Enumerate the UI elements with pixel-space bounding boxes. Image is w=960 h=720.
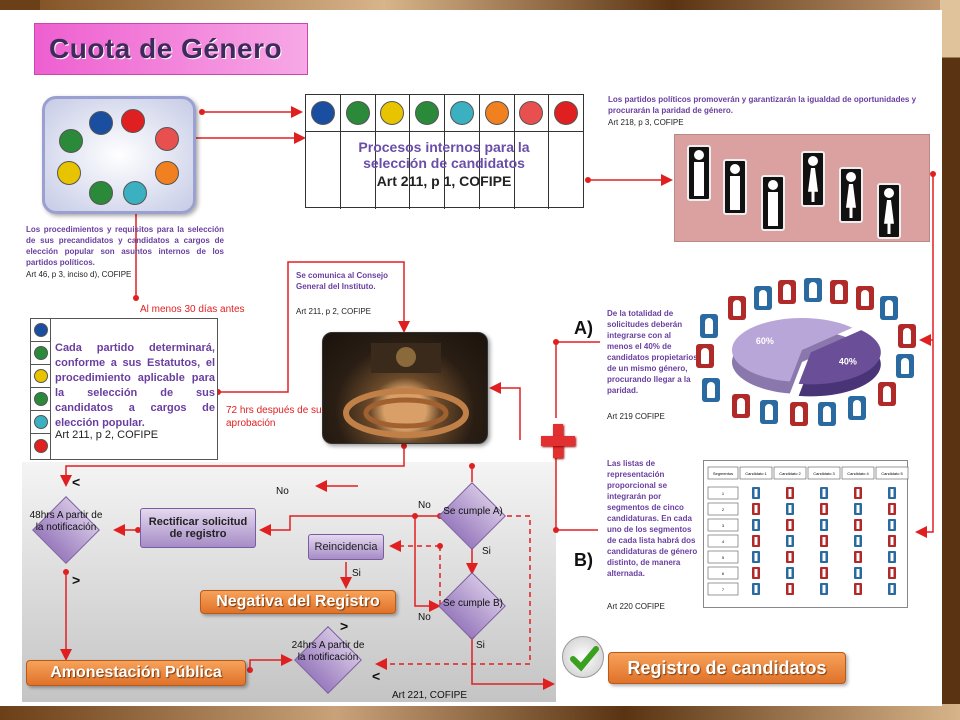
man-icon — [723, 159, 747, 215]
man-icon — [760, 400, 778, 424]
party-procedure-table: Cada partido determinará, conforme a sus… — [30, 318, 218, 460]
pri-logo-icon — [59, 129, 83, 153]
woman-icon — [856, 286, 874, 310]
pvem-logo-icon — [89, 181, 113, 205]
woman-icon — [696, 344, 714, 368]
woman-icon — [790, 402, 808, 426]
consejo-general-photo — [322, 332, 488, 444]
pvem-logo-icon — [415, 101, 440, 125]
registro-banner: Registro de candidatos — [608, 652, 846, 684]
equality-text: Los partidos políticos promoverán y gara… — [608, 95, 917, 115]
segment-row-label: 5 — [722, 555, 725, 560]
segment-row-label: 4 — [722, 539, 725, 544]
man-icon — [761, 175, 785, 231]
segment-header: Candidato 4 — [847, 471, 869, 476]
party-logos-cluster — [42, 96, 196, 214]
consejo-ref: Art 211, p 2, COFIPE — [296, 307, 371, 316]
woman-icon — [728, 296, 746, 320]
page-title: Cuota de Género — [49, 33, 283, 64]
consejo-text: Se comunica al Consejo General del Insti… — [296, 271, 389, 291]
internal-process-table: Procesos internos para la selección de c… — [305, 94, 584, 209]
man-icon — [818, 402, 836, 426]
woman-icon — [898, 324, 916, 348]
woman-icon — [877, 183, 901, 239]
segment-row-label: 6 — [722, 571, 725, 576]
segment-header: Segmentos — [713, 471, 733, 476]
option-a-letter: A) — [574, 318, 593, 338]
man-icon — [880, 296, 898, 320]
woman-icon — [801, 151, 825, 207]
frame-top — [0, 0, 960, 12]
segment-header: Candidato 2 — [779, 471, 801, 476]
frame-bottom — [0, 704, 960, 720]
process-title: Procesos internos para la selección de c… — [358, 139, 530, 171]
woman-icon — [778, 280, 796, 304]
segment-table: Segmentos Candidato 1 Candidato 2 Candidato… — [703, 460, 909, 608]
man-icon — [702, 378, 720, 402]
option-a-text: De la totalidad de solicitudes deberán i… — [607, 309, 698, 395]
convergencia-logo-icon — [155, 127, 179, 151]
frame-right — [940, 0, 960, 720]
pan-logo-icon — [310, 101, 335, 125]
segment-row-label: 7 — [722, 587, 725, 592]
man-icon — [687, 145, 711, 201]
equality-ref: Art 218, p 3, COFIPE — [608, 118, 684, 127]
nueva-alianza-logo-icon — [33, 415, 48, 430]
pan-logo-icon — [33, 323, 48, 338]
segment-row-label: 3 — [722, 523, 725, 528]
title-banner: Cuota de Género — [34, 23, 308, 75]
pie-svg: 60% 40% — [732, 318, 881, 397]
pie-slice — [798, 330, 881, 385]
option-b-text: Las listas de representación proporciona… — [607, 459, 698, 578]
pt-logo-icon — [554, 101, 579, 125]
internal-affairs-text: Los procedimientos y requisitos para la … — [26, 225, 224, 267]
prd-logo-icon — [57, 161, 81, 185]
pvem-logo-icon — [33, 392, 48, 407]
pt-logo-icon — [33, 439, 48, 454]
segment-header: Candidato 5 — [881, 471, 903, 476]
psd-logo-icon — [519, 101, 544, 125]
hrs72-label: 72 hrs después de su aprobación — [226, 405, 322, 429]
woman-icon — [732, 394, 750, 418]
party-procedure-text: Cada partido determinará, conforme a sus… — [55, 342, 215, 429]
prd-logo-icon — [380, 101, 405, 125]
convergencia-logo-icon — [484, 101, 509, 125]
check-icon — [562, 636, 604, 678]
party-procedure-ref: Art 211, p 2, COFIPE — [55, 429, 159, 441]
segment-header: Candidato 3 — [813, 471, 835, 476]
segment-header: Candidato 1 — [745, 471, 767, 476]
woman-icon — [839, 167, 863, 223]
option-a-ref: Art 219 COFIPE — [607, 412, 665, 421]
pie-slice-label: 40% — [839, 356, 857, 366]
man-icon — [896, 354, 914, 378]
pri-logo-icon — [345, 101, 370, 125]
thirty-days-label: Al menos 30 días antes — [140, 304, 245, 315]
process-ref: Art 211, p 1, COFIPE — [376, 173, 512, 189]
gender-pie-chart: 60% 40% — [696, 278, 920, 448]
man-icon — [804, 278, 822, 302]
pt-logo-icon — [121, 109, 145, 133]
segment-row-label: 1 — [722, 491, 725, 496]
nueva-alianza-logo-icon — [123, 181, 147, 205]
woman-icon — [878, 382, 896, 406]
option-b-ref: Art 220 COFIPE — [607, 602, 665, 611]
pie-slice-label: 60% — [756, 336, 774, 346]
man-icon — [848, 396, 866, 420]
prd-logo-icon — [33, 369, 48, 384]
segment-row-label: 2 — [722, 507, 725, 512]
man-icon — [754, 286, 772, 310]
man-icon — [700, 314, 718, 338]
pie-slice — [732, 318, 853, 382]
pan-logo-icon — [89, 111, 113, 135]
pri-logo-icon — [33, 346, 48, 361]
gender-figures-box — [674, 134, 930, 242]
plus-icon — [541, 424, 575, 458]
woman-icon — [830, 280, 848, 304]
nueva-alianza-logo-icon — [449, 101, 474, 125]
internal-affairs-ref: Art 46, p 3, inciso d), COFIPE — [26, 270, 132, 279]
option-b-letter: B) — [574, 550, 593, 570]
psd-logo-icon — [155, 161, 179, 185]
